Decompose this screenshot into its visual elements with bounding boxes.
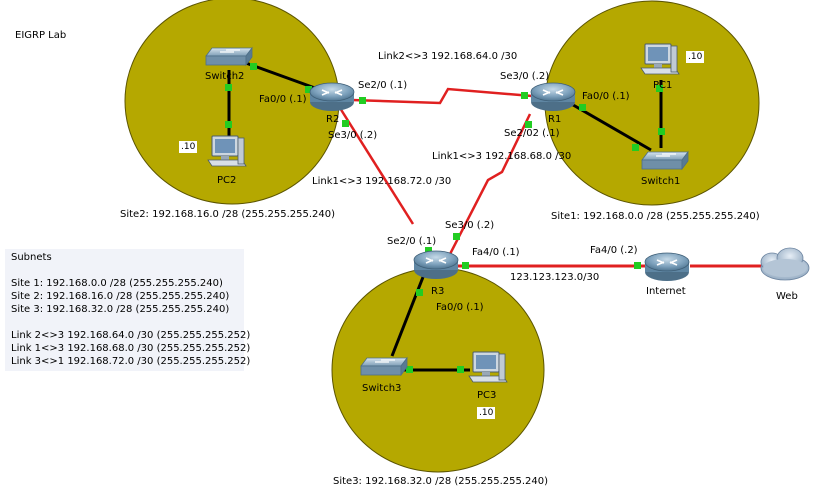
link-r3-switch3 bbox=[390, 271, 427, 357]
host-tag-pc3: .10 bbox=[477, 407, 496, 419]
label-pc1: PC1 bbox=[653, 80, 673, 91]
pc-pc1[interactable] bbox=[640, 43, 680, 75]
label-internet: Internet bbox=[646, 286, 686, 297]
subnet-site-2: Site 2: 192.168.16.0 /28 (255.255.255.24… bbox=[11, 291, 230, 302]
iface-r2-fa00: Fa0/0 (.1) bbox=[259, 94, 307, 105]
link-r1-r3 bbox=[446, 113, 532, 259]
subnets-heading: Subnets bbox=[11, 252, 52, 263]
iface-r2-se30: Se3/0 (.2) bbox=[328, 130, 378, 141]
site2-label: Site2: 192.168.16.0 /28 (255.255.255.240… bbox=[120, 209, 336, 220]
pc-pc2[interactable] bbox=[207, 135, 247, 167]
label-web: Web bbox=[776, 291, 798, 302]
subnet-link-1: Link 2<>3 192.168.64.0 /30 (255.255.255.… bbox=[11, 330, 251, 341]
diagram-title: EIGRP Lab bbox=[15, 30, 67, 41]
label-switch3: Switch3 bbox=[362, 383, 402, 394]
pc-pc3[interactable] bbox=[468, 351, 508, 383]
subnet-link-3: Link 3<>1 192.168.72.0 /30 (255.255.255.… bbox=[11, 356, 251, 367]
router-internet[interactable] bbox=[644, 252, 690, 282]
link-label-r1-r3: Link1<>3 192.168.68.0 /30 bbox=[432, 151, 572, 162]
link-r2-r1 bbox=[351, 87, 533, 105]
subnets-panel: Subnets Site 1: 192.168.0.0 /28 (255.255… bbox=[5, 249, 250, 371]
label-pc3: PC3 bbox=[477, 390, 497, 401]
iface-r3-fa00: Fa0/0 (.1) bbox=[436, 302, 484, 313]
iface-r1-se30: Se3/0 (.2) bbox=[500, 71, 550, 82]
label-switch1: Switch1 bbox=[641, 176, 681, 187]
link-label-r2-r3: Link1<>3 192.168.72.0 /30 bbox=[312, 176, 452, 187]
label-r3: R3 bbox=[431, 286, 445, 297]
iface-r3-se30: Se3/0 (.2) bbox=[445, 220, 495, 231]
iface-internet-fa40: Fa4/0 (.2) bbox=[590, 245, 638, 256]
router-r1[interactable] bbox=[530, 82, 576, 112]
host-tag-pc1: .10 bbox=[686, 51, 705, 63]
subnet-site-1: Site 1: 192.168.0.0 /28 (255.255.255.240… bbox=[11, 278, 223, 289]
label-switch2: Switch2 bbox=[205, 71, 245, 82]
subnet-link-2: Link 1<>3 192.168.68.0 /30 (255.255.255.… bbox=[11, 343, 251, 354]
host-tag-pc2: .10 bbox=[179, 141, 198, 153]
label-r2: R2 bbox=[326, 114, 340, 125]
site1-label: Site1: 192.168.0.0 /28 (255.255.255.240) bbox=[551, 211, 760, 222]
label-pc2: PC2 bbox=[217, 175, 237, 186]
router-r2[interactable] bbox=[309, 82, 355, 112]
iface-r1-se202: Se2/02 (.1) bbox=[504, 128, 560, 139]
iface-r3-fa40: Fa4/0 (.1) bbox=[472, 247, 520, 258]
switch-switch3[interactable] bbox=[360, 357, 408, 376]
router-r3[interactable] bbox=[413, 250, 459, 280]
iface-r2-se20: Se2/0 (.1) bbox=[358, 80, 408, 91]
cloud-icon[interactable] bbox=[760, 247, 810, 281]
switch-switch1[interactable] bbox=[641, 151, 689, 170]
site1-area bbox=[544, 0, 760, 206]
link-label-r3-internet: 123.123.123.0/30 bbox=[510, 272, 600, 283]
link-label-r2-r1: Link2<>3 192.168.64.0 /30 bbox=[378, 51, 518, 62]
subnet-site-3: Site 3: 192.168.32.0 /28 (255.255.255.24… bbox=[11, 304, 230, 315]
iface-r1-fa00: Fa0/0 (.1) bbox=[582, 91, 630, 102]
label-r1: R1 bbox=[548, 114, 562, 125]
site3-label: Site3: 192.168.32.0 /28 (255.255.255.240… bbox=[333, 476, 549, 487]
port-indicators bbox=[225, 63, 665, 373]
switch-switch2[interactable] bbox=[205, 47, 253, 66]
iface-r3-se20: Se2/0 (.1) bbox=[387, 236, 437, 247]
link-r2-r3 bbox=[338, 107, 415, 225]
